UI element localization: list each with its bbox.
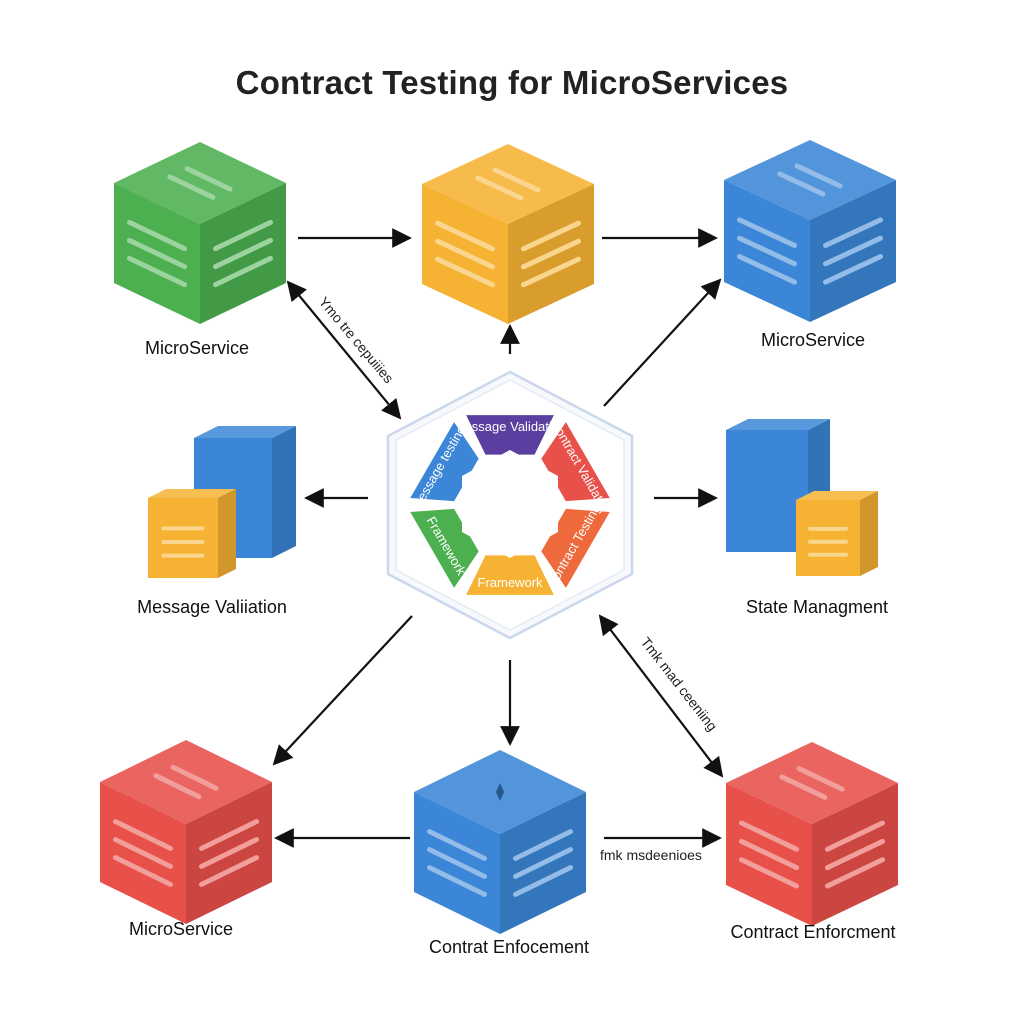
cube-stripe (512, 847, 574, 879)
cube-stripe (434, 238, 496, 270)
edge-hub-bottomright (598, 614, 724, 778)
hub-segment: Framework (466, 555, 554, 595)
label-top-left: MicroService (144, 338, 250, 358)
cube-stripe (822, 254, 884, 285)
cube-stripe (198, 855, 260, 887)
cube-stripe (822, 235, 884, 267)
cube-stripe (512, 865, 574, 897)
cubes (100, 140, 898, 934)
slab-top-face (796, 491, 878, 500)
cube-stripe (198, 837, 260, 869)
slab-top-face (726, 419, 830, 430)
cube-bottom-left (100, 740, 272, 924)
edge-hub-topleft (286, 280, 402, 420)
cube-stripe (736, 254, 798, 285)
hub-segment-shape (410, 508, 479, 588)
cube-top-stripe (777, 171, 826, 197)
edge-hub-topright (603, 278, 722, 407)
cube-stripe (112, 837, 174, 869)
cube-stripe (520, 256, 582, 288)
cube-top-stripe (779, 774, 828, 800)
hub-segment-shape (541, 508, 610, 588)
cube-stripe (198, 819, 260, 851)
cube-top-center (422, 144, 594, 324)
hub-segment-label: Framework (477, 575, 543, 590)
cube-bottom-right (726, 742, 898, 926)
label-mid-right: State Managment (745, 597, 889, 617)
cube-top-stripe (170, 764, 219, 791)
slab-side-face (860, 491, 878, 576)
cube-top-stripe (796, 766, 845, 792)
slab-top-face (194, 426, 296, 438)
slab-top-face (148, 489, 236, 498)
cube-stripe (512, 829, 574, 861)
cube-top-right (724, 140, 896, 322)
label-mid-left: Message Valiiation (137, 597, 287, 617)
slab-front-face (726, 430, 808, 552)
edge-label-left-diagonal: Ymo tre cepuiiies (316, 294, 397, 387)
slab-side-face (218, 489, 236, 578)
cube-stripe (126, 255, 188, 288)
cube-stripe (520, 220, 582, 252)
cube-stripe (738, 857, 800, 889)
cube-stripe (824, 820, 886, 852)
cube-top-stripe (492, 167, 541, 193)
star-icon (496, 783, 504, 801)
cube-stripe (824, 838, 886, 871)
cube-stripe (434, 256, 496, 288)
hub-center (462, 450, 558, 558)
cube-stripe (434, 220, 496, 252)
hub-segment-shape (410, 422, 479, 502)
hub-segment-shape (466, 415, 554, 455)
cube-stripe (112, 819, 174, 851)
cube-stripe (426, 829, 488, 861)
label-bottom-left: MicroService (128, 919, 234, 939)
state-management-icon (726, 419, 878, 576)
label-bottom-center: Contrat Enfocement (428, 937, 590, 957)
cube-bottom-center (414, 750, 586, 934)
cube-top-stripe (167, 174, 216, 200)
left-yellow-block (148, 489, 236, 578)
hub-segment: Message Validation (454, 415, 567, 455)
cube-top-stripe (153, 773, 202, 800)
label-top-right: MicroService (760, 330, 866, 350)
hub-segment-label: Message Validation (454, 419, 567, 434)
hub-segment-shape (466, 555, 554, 595)
cube-stripe (736, 235, 798, 267)
cube-top-left (114, 142, 286, 324)
cube-stripe (822, 217, 884, 248)
slab-front-face (148, 498, 218, 578)
cube-stripe (212, 255, 274, 288)
cube-top-stripe (184, 166, 233, 192)
diagram-title: Contract Testing for MicroServices (235, 64, 789, 101)
cube-stripe (112, 855, 174, 887)
hub-segment-shape (541, 422, 610, 502)
message-validation-icon (148, 426, 296, 578)
label-bottom-right: Contract Enforcment (730, 922, 896, 942)
cube-stripe (738, 820, 800, 852)
cube-stripe (212, 237, 274, 270)
cube-stripe (738, 838, 800, 871)
cube-stripe (126, 237, 188, 270)
cube-stripe (126, 219, 188, 252)
slab-side-face (272, 426, 296, 558)
cube-stripe (212, 219, 274, 252)
cube-top-stripe (475, 175, 524, 201)
cube-stripe (824, 857, 886, 889)
right-yellow-block (796, 491, 878, 576)
slab-front-face (796, 500, 860, 576)
edge-label-bottom-right: fmk msdeenioes (600, 847, 702, 863)
cube-stripe (520, 238, 582, 270)
edge-hub-bottomleft (272, 615, 413, 766)
cube-stripe (426, 865, 488, 897)
cube-top-stripe (794, 163, 843, 189)
cube-stripe (426, 847, 488, 879)
cube-stripe (736, 217, 798, 248)
